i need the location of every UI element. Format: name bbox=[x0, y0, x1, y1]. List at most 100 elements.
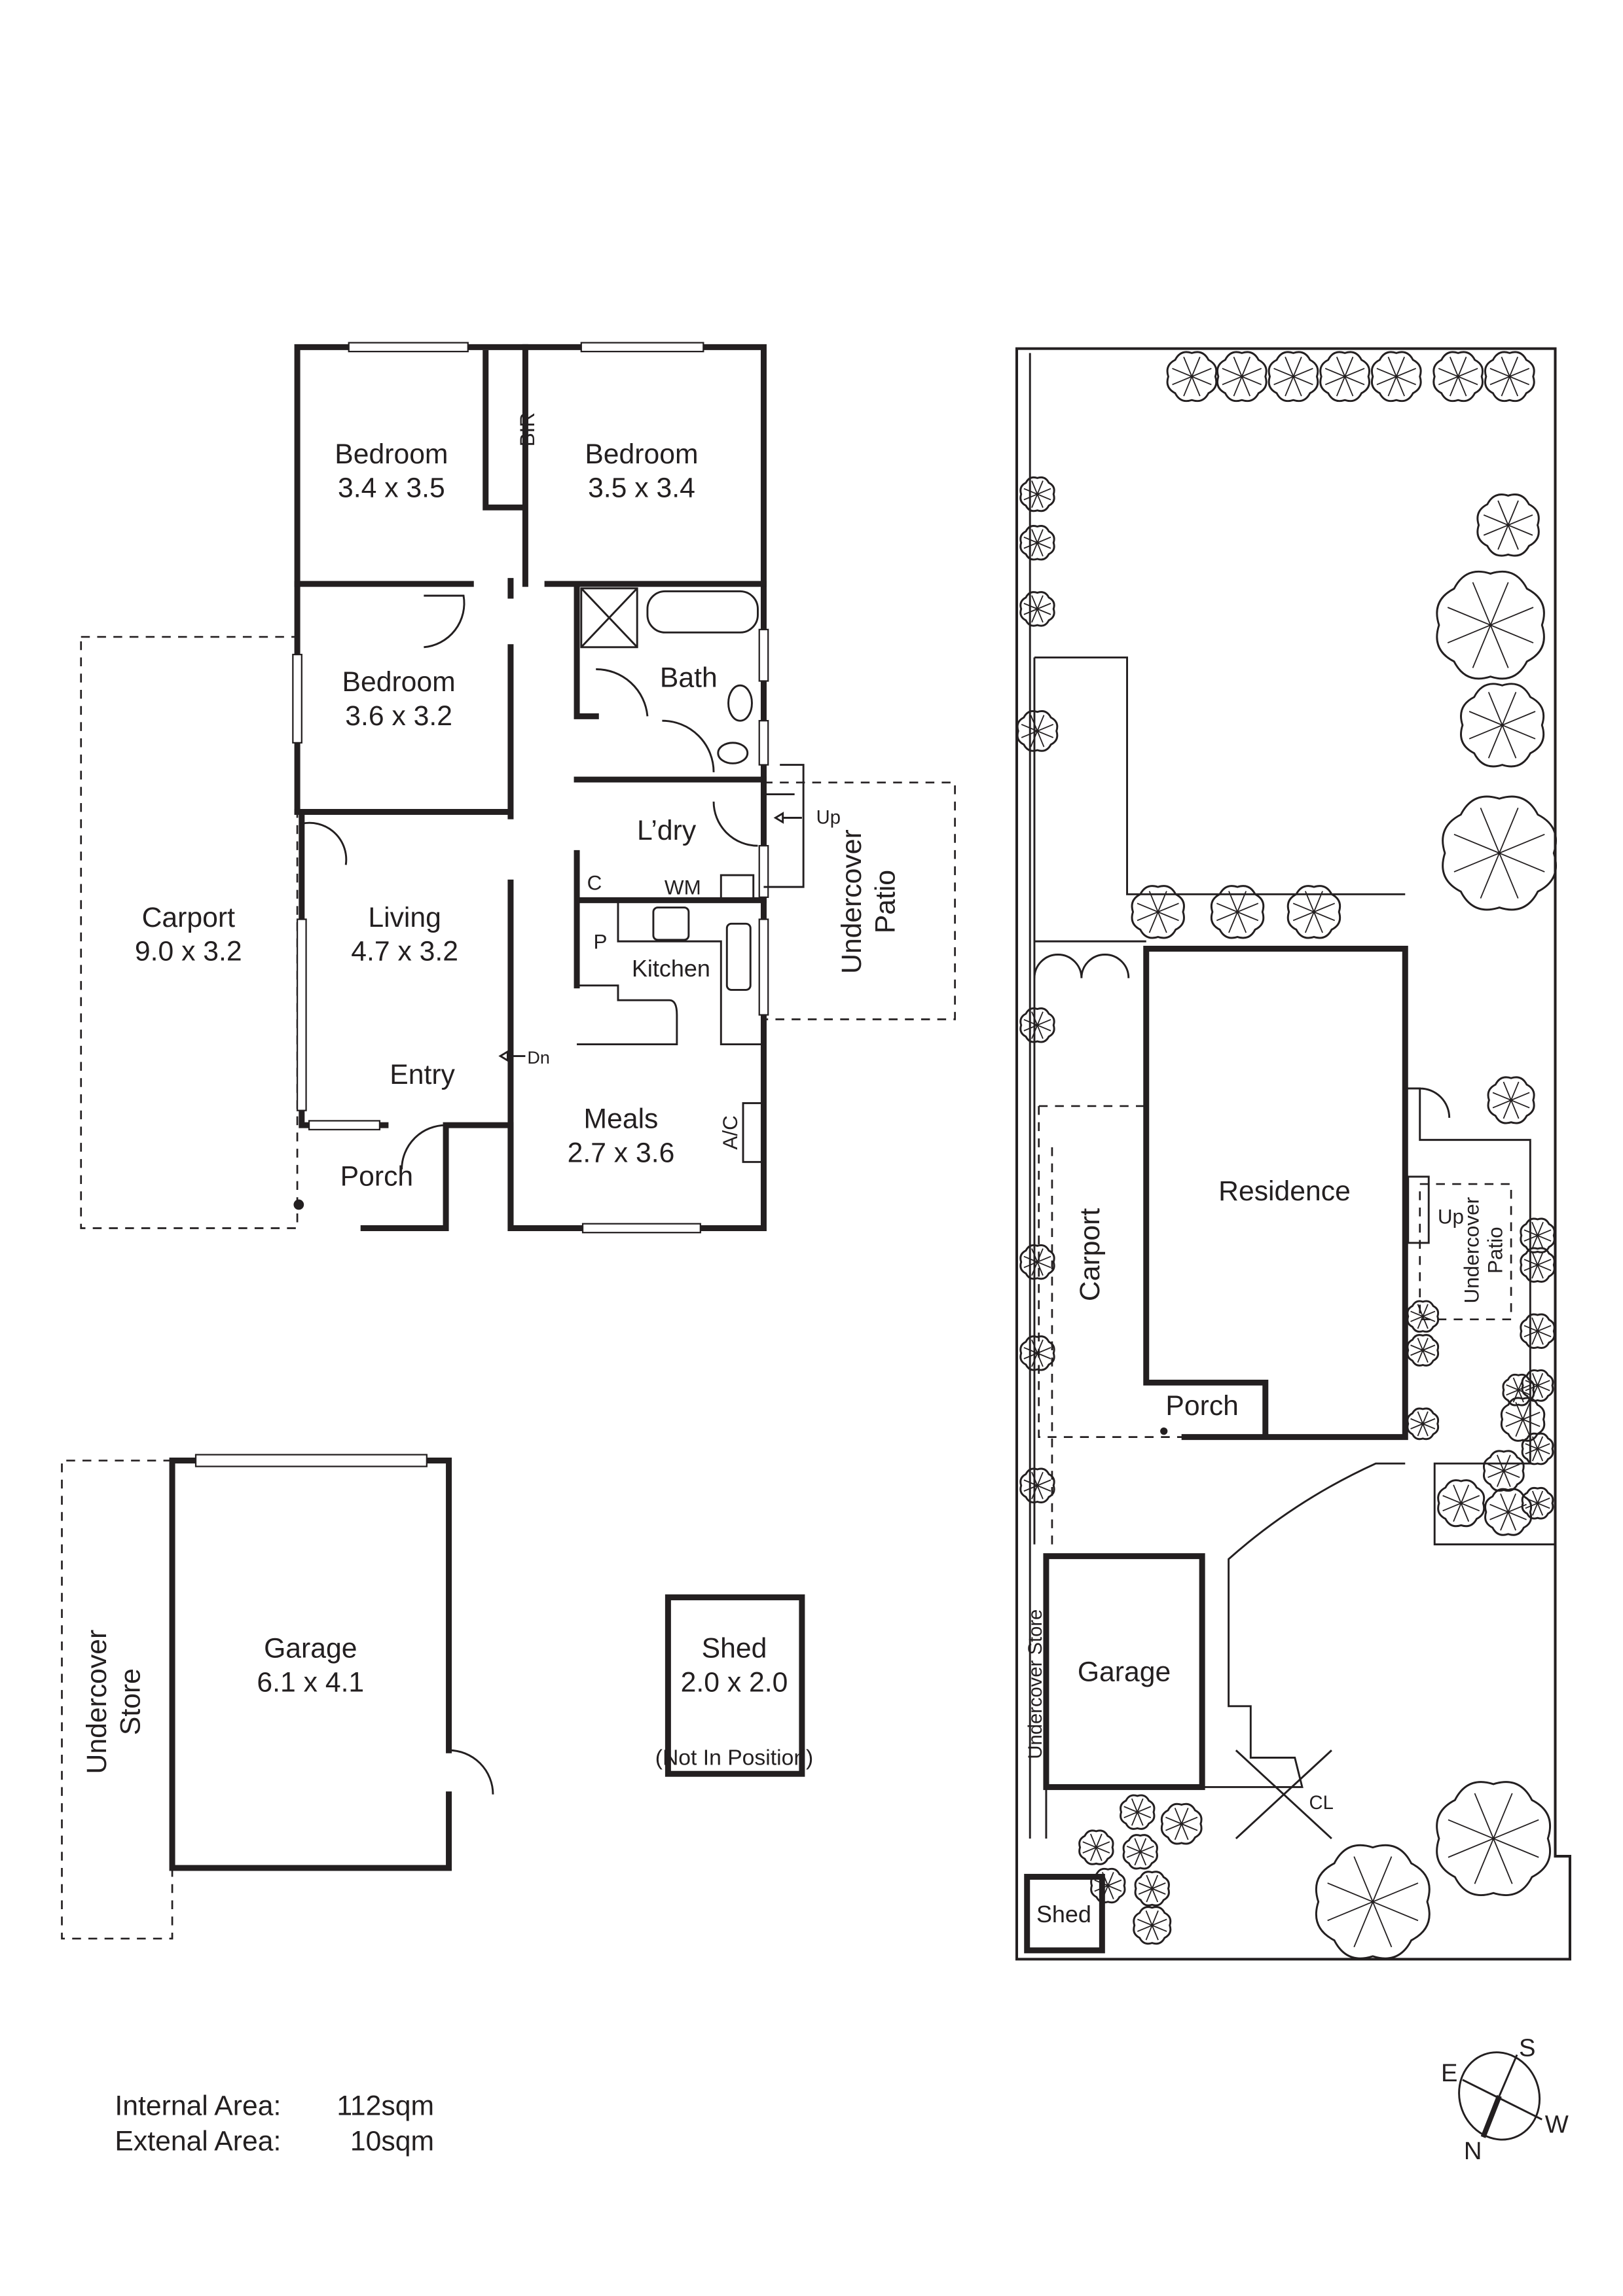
garage-label: Garage bbox=[264, 1633, 357, 1664]
site-lines bbox=[1045, 1087, 1556, 1839]
interior-walls bbox=[294, 344, 767, 1231]
steps-site bbox=[1407, 1175, 1430, 1244]
tree-icon bbox=[1460, 683, 1545, 768]
ac-label: A/C bbox=[719, 1115, 742, 1149]
shed-site-label: Shed bbox=[1036, 1901, 1091, 1928]
bath-label: Bath bbox=[660, 662, 718, 693]
tree-icon bbox=[1134, 1871, 1170, 1907]
up-site-label: Up bbox=[1438, 1206, 1464, 1229]
sink-icon bbox=[725, 922, 752, 991]
tree-icon bbox=[1166, 351, 1218, 403]
tree-icon bbox=[1436, 570, 1545, 680]
tree-icon bbox=[1406, 1407, 1440, 1441]
toilet-icon bbox=[717, 742, 749, 764]
site-plan: Residence Carport Porch Up Undercover Pa… bbox=[1015, 347, 1571, 1961]
carport-outline-site bbox=[1038, 1105, 1185, 1545]
tree-icon bbox=[1432, 351, 1484, 403]
bathtub-icon bbox=[646, 590, 759, 634]
door-swing bbox=[712, 801, 758, 847]
window bbox=[580, 342, 704, 353]
compass-w: W bbox=[1545, 2111, 1569, 2139]
patio-label-line2: Patio bbox=[869, 870, 901, 933]
tree-icon bbox=[1500, 1397, 1546, 1442]
tree-icon bbox=[1370, 351, 1422, 403]
store-site-label: Undercover Store bbox=[1025, 1609, 1046, 1759]
bedroom3-label: Bedroom bbox=[342, 666, 456, 698]
compass-s: S bbox=[1519, 2034, 1535, 2062]
door-swing bbox=[301, 821, 348, 865]
tree-icon bbox=[1016, 710, 1059, 752]
tree-icon bbox=[1483, 1450, 1525, 1492]
tree-icon bbox=[1406, 1300, 1440, 1333]
store-label-line2: Store bbox=[115, 1668, 147, 1735]
window bbox=[758, 720, 769, 766]
tree-icon bbox=[1131, 885, 1185, 939]
tree-icon bbox=[1019, 1335, 1055, 1371]
tree-icon bbox=[1286, 885, 1341, 939]
tree-icon bbox=[1319, 351, 1370, 403]
porch-site-label: Porch bbox=[1165, 1390, 1239, 1422]
bedroom2-label: Bedroom bbox=[585, 439, 698, 470]
shed-walls bbox=[665, 1594, 805, 1777]
tree-icon bbox=[1437, 1479, 1486, 1528]
tree-icon bbox=[1520, 1313, 1556, 1349]
tree-icon bbox=[1019, 591, 1055, 627]
window bbox=[758, 628, 769, 682]
window bbox=[292, 653, 302, 744]
dn-label: Dn bbox=[527, 1048, 549, 1067]
trees bbox=[1016, 351, 1557, 1960]
tree-icon bbox=[1521, 1369, 1554, 1402]
tree-icon bbox=[1019, 1467, 1055, 1503]
gate-swing bbox=[1033, 954, 1130, 978]
door-swing bbox=[662, 719, 715, 772]
steps bbox=[763, 764, 805, 888]
residence-label: Residence bbox=[1218, 1175, 1351, 1207]
carport-outline bbox=[80, 636, 299, 1229]
bir-label: BIR bbox=[516, 412, 539, 446]
tree-icon bbox=[1520, 1247, 1556, 1283]
shed-label: Shed bbox=[702, 1633, 767, 1664]
entry-label: Entry bbox=[390, 1059, 455, 1090]
tree-icon bbox=[1019, 476, 1055, 512]
clothesline-label: CL bbox=[1309, 1793, 1334, 1814]
residence-walls bbox=[1143, 945, 1408, 1441]
store-outline bbox=[61, 1460, 173, 1940]
garage-site-label: Garage bbox=[1078, 1657, 1171, 1688]
compass-icon: S E W N bbox=[1441, 2034, 1569, 2165]
clothesline-icon bbox=[1235, 1749, 1332, 1840]
patio-label-line1: Undercover bbox=[836, 829, 867, 974]
bedroom3-size: 3.6 x 3.2 bbox=[345, 700, 452, 732]
tree-icon bbox=[1442, 795, 1557, 911]
up-label: Up bbox=[816, 807, 841, 828]
tree-icon bbox=[1019, 525, 1055, 561]
bedroom1-label: Bedroom bbox=[335, 439, 448, 470]
store-label: Undercover Store bbox=[81, 1630, 147, 1774]
site-boundary bbox=[1015, 347, 1571, 1961]
living-label: Living bbox=[368, 902, 441, 933]
external-area-value: 10sqm bbox=[350, 2126, 434, 2157]
tree-icon bbox=[1216, 351, 1267, 403]
tree-icon bbox=[1120, 1794, 1156, 1830]
garage-door bbox=[194, 1454, 428, 1467]
tree-icon bbox=[1078, 1829, 1114, 1865]
tree-icon bbox=[1502, 1373, 1535, 1407]
cupboard-label: C bbox=[587, 872, 602, 895]
kitchen-label: Kitchen bbox=[632, 955, 710, 982]
carport-size: 9.0 x 3.2 bbox=[135, 935, 242, 967]
door-swing bbox=[424, 594, 465, 649]
bedroom1-size: 3.4 x 3.5 bbox=[338, 473, 445, 504]
tree-icon bbox=[1019, 1007, 1055, 1043]
shower bbox=[580, 587, 638, 649]
meals-size: 2.7 x 3.6 bbox=[568, 1137, 675, 1168]
garage-size: 6.1 x 4.1 bbox=[257, 1666, 364, 1698]
window bbox=[581, 1223, 701, 1234]
tree-icon bbox=[1484, 1488, 1533, 1536]
window bbox=[758, 918, 769, 1016]
shed-site bbox=[1024, 1874, 1105, 1954]
outbuildings: Garage 6.1 x 4.1 Undercover Store Shed 2… bbox=[61, 1454, 814, 1940]
external-area-label: Extenal Area: bbox=[115, 2126, 281, 2157]
washing-machine-icon bbox=[720, 874, 755, 901]
garage-walls bbox=[169, 1458, 452, 1871]
shed-note: (Not In Position) bbox=[655, 1746, 814, 1770]
